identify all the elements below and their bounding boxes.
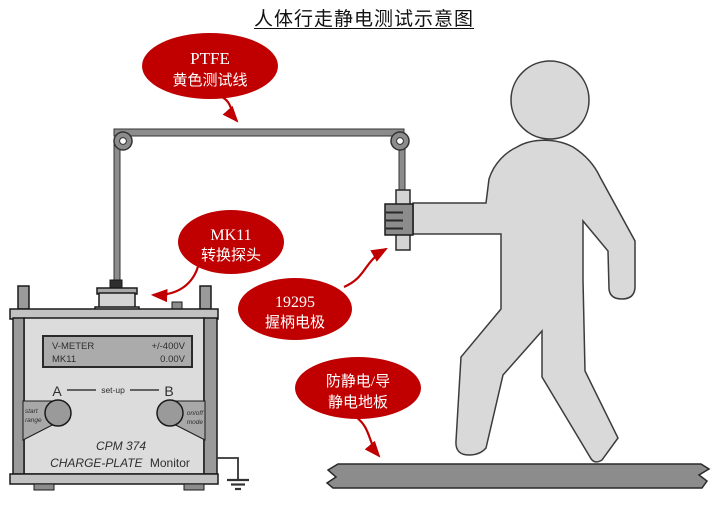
callout-mk11-bubble	[178, 210, 284, 274]
monitor-bottom-bar	[9, 473, 219, 485]
monitor-brand-italic: CHARGE-PLATE	[50, 456, 143, 470]
wire-horizontal	[113, 128, 405, 137]
display-row1-value: +/-400V	[151, 341, 185, 352]
display-row1-label: V-METER	[52, 341, 94, 352]
callout-floor-line2: 静电地板	[328, 393, 388, 411]
binding-post-small	[171, 301, 183, 310]
pulley-left-hole	[119, 137, 127, 145]
knob-b-caption-line1: on/off	[187, 410, 204, 417]
charge-plate-monitor: V-METER +/-400V MK11 0.00V A set-up B st…	[9, 279, 219, 491]
monitor-model: CPM 374	[96, 439, 146, 453]
ground-symbol	[217, 457, 249, 491]
pulley-right-hole	[396, 137, 404, 145]
conductive-floor	[325, 463, 711, 489]
callout-floor-line1: 防静电/导	[326, 373, 390, 390]
person-figure	[412, 60, 636, 463]
callout-floor-bubble	[295, 357, 421, 419]
binding-post-right	[199, 285, 212, 310]
leader-electrode-arrow	[343, 247, 388, 289]
monitor-brand-regular: Monitor	[150, 456, 190, 470]
callout-handle-electrode: 19295 握柄电极	[238, 278, 352, 340]
knob-a-caption-line1: start	[25, 408, 39, 415]
knob-a-label: A	[52, 383, 62, 399]
v-meter-display	[42, 335, 193, 368]
setup-label: set-up	[101, 385, 125, 395]
ground-wire	[217, 457, 239, 479]
leader-floor-arrow	[355, 416, 381, 458]
display-row2-label: MK11	[52, 354, 76, 365]
diagram-title: 人体行走静电测试示意图	[253, 9, 474, 30]
callout-mk11-line2: 转换探头	[201, 247, 261, 264]
binding-post-left	[17, 285, 30, 310]
knob-b-caption-line2: mode	[187, 419, 204, 426]
display-row2-value: 0.00V	[160, 354, 185, 365]
callout-handle-line1: 19295	[275, 294, 315, 311]
person-head	[510, 60, 590, 140]
callout-mk11-line1: MK11	[210, 227, 251, 244]
callout-ptfe-bubble	[142, 33, 278, 99]
ptfe-test-line	[113, 128, 410, 283]
handle-electrode	[384, 189, 414, 251]
monitor-foot-left	[33, 483, 55, 491]
callout-esd-floor: 防静电/导 静电地板	[295, 357, 421, 419]
knob-b-label: B	[164, 383, 173, 399]
monitor-side-left	[12, 317, 25, 475]
callout-ptfe-line1: PTFE	[190, 49, 230, 68]
monitor-brand: CHARGE-PLATE Monitor	[50, 456, 190, 470]
callout-handle-bubble	[238, 278, 352, 340]
callout-ptfe: PTFE 黄色测试线	[142, 33, 278, 99]
leader-ptfe-arrow	[221, 96, 239, 123]
callout-handle-line2: 握柄电极	[265, 314, 325, 331]
knob-b	[156, 399, 184, 427]
callout-ptfe-line2: 黄色测试线	[172, 72, 247, 89]
monitor-foot-right	[183, 483, 205, 491]
wire-vertical-left	[113, 139, 121, 283]
callout-mk11: MK11 转换探头	[178, 210, 284, 274]
knob-a-caption-line2: range	[25, 417, 42, 424]
monitor-side-right	[203, 317, 218, 475]
mk11-probe	[94, 279, 140, 314]
person-body	[412, 139, 636, 463]
knob-a	[44, 399, 72, 427]
leader-probe-arrow	[150, 262, 201, 303]
